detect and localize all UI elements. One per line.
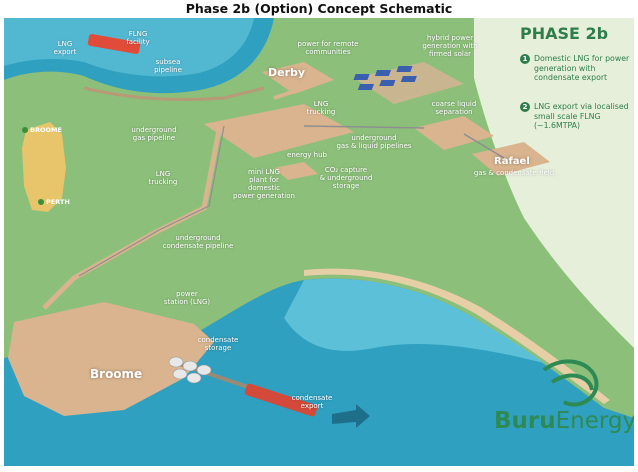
co2-capture-label: CO₂ capture & underground storage [319, 166, 373, 190]
lng-trucking-top-label: LNG trucking [306, 100, 336, 116]
energy-hub-pad [204, 104, 354, 158]
condensate-storage-label: condensate storage [197, 336, 239, 352]
subsea-pipeline-label: subsea pipeline [154, 58, 182, 74]
inset-map-australia [22, 122, 66, 212]
item-number-badge: 2 [520, 102, 530, 112]
logo-swoosh-icon [542, 359, 599, 407]
map-dot-icon [38, 199, 44, 205]
inset-map-broome-marker: BROOME [22, 126, 62, 134]
flng-facility-label: FLNG facility [126, 30, 150, 46]
condensate-pipeline [78, 125, 225, 277]
lng-trucking-mid-label: LNG trucking [148, 170, 178, 186]
power-station-label: power station (LNG) [163, 290, 211, 306]
schematic-artwork [4, 18, 634, 466]
gas-liquid-pipelines [303, 125, 425, 129]
derby-label: Derby [268, 66, 306, 79]
coarse-liquid-label: coarse liquid separation [431, 100, 477, 116]
phase-item-1: 1 Domestic LNG for power generation with… [520, 54, 632, 83]
hybrid-power-label: hybrid power generation with firmed sola… [422, 34, 478, 58]
rafael-sublabel: gas & condensate field [473, 169, 555, 177]
condensate-export-label: condensate export [291, 394, 333, 410]
phase-item-1-text: Domestic LNG for power generation with c… [534, 54, 630, 82]
flng-vessel [87, 34, 141, 54]
condensate-tanker [244, 383, 318, 417]
mini-lng-label: mini LNG plant for domestic power genera… [233, 168, 295, 200]
energy-hub-label: energy hub [287, 151, 327, 159]
lng-export-label: LNG export [53, 40, 77, 56]
item-number-badge: 1 [520, 54, 530, 64]
sea-shallow-bottom [284, 278, 544, 363]
map-dot-icon [22, 127, 28, 133]
solar-panels [353, 66, 417, 90]
page-title: Phase 2b (Option) Concept Schematic [185, 1, 453, 16]
schematic-illustration: BROOME PERTH Derby Broome Rafael gas & c… [4, 18, 634, 466]
field-flowline [463, 133, 505, 159]
inset-map-perth-label: PERTH [46, 198, 70, 206]
phase-item-2-text: LNG export via localised small scale FLN… [534, 102, 629, 130]
derby-pad [262, 62, 334, 94]
phase-item-2: 2 LNG export via localised small scale F… [520, 102, 632, 131]
separation-pad [414, 116, 494, 150]
broome-land [8, 302, 214, 416]
power-remote-label: power for remote communities [297, 40, 359, 56]
info-panel-background [474, 18, 634, 348]
logo-text-buru: Buru [494, 408, 556, 434]
buru-energy-logo: BuruEnergy [494, 408, 634, 434]
inset-map-broome-label: BROOME [30, 126, 62, 134]
export-arrow [332, 404, 370, 428]
logo-text-energy: Energy [555, 408, 634, 434]
underground-gas-label: underground gas pipeline [131, 126, 177, 142]
inset-map-perth-marker: PERTH [38, 198, 70, 206]
rafael-label: Rafael [494, 156, 530, 167]
co2-pad [274, 162, 318, 180]
derby-road [273, 86, 305, 100]
underground-gas-liquid-label: underground gas & liquid pipelines [336, 134, 412, 150]
broome-label: Broome [90, 367, 143, 381]
logo-swoosh-icon-2 [550, 373, 594, 391]
gas-pipeline-north [83, 86, 265, 102]
beach [304, 268, 610, 404]
condensate-tanks [168, 356, 212, 384]
underground-condensate-label: underground condensate pipeline [162, 234, 234, 250]
phase-heading: PHASE 2b [520, 24, 609, 43]
